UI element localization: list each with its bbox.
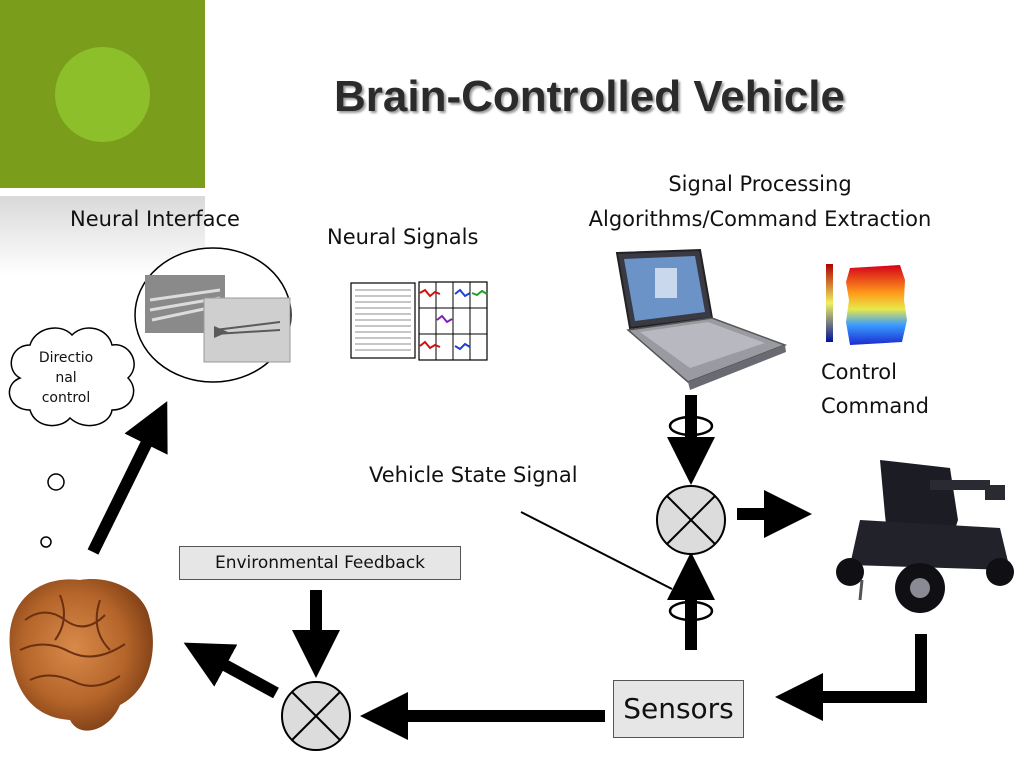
loop-lower — [668, 600, 714, 622]
arrow-summing-to-brain — [183, 642, 279, 699]
environmental-feedback-box: Environmental Feedback — [179, 546, 461, 580]
label-neural-signals: Neural Signals — [327, 225, 479, 249]
slide-title: Brain-Controlled Vehicle — [334, 72, 845, 121]
thought-cloud — [8, 327, 135, 427]
arrow-brain-to-interface — [87, 401, 168, 555]
label-vehicle-state-signal: Vehicle State Signal — [369, 463, 578, 487]
label-signal-processing-1: Signal Processing — [668, 172, 852, 196]
summing-node-lower — [281, 681, 351, 751]
laptop-image — [615, 248, 788, 390]
cloud-line-3: control — [41, 390, 91, 406]
corner-circle — [55, 47, 150, 142]
cloud-line-1: Directio — [38, 350, 94, 366]
arrow-wheelchair-to-sensors — [775, 634, 927, 721]
vehicle-state-pointer — [520, 511, 673, 590]
wheelchair-image — [836, 460, 1014, 613]
thought-bubble-small — [40, 536, 52, 548]
corner-decoration — [0, 0, 205, 188]
electrode-image — [145, 275, 291, 363]
thought-bubble-large — [47, 473, 65, 491]
label-signal-processing-2: Algorithms/Command Extraction — [588, 207, 932, 231]
comparator-node-upper — [656, 485, 726, 555]
diagram-arrows — [87, 395, 927, 740]
cloud-line-2: nal — [55, 370, 77, 386]
brain-image — [9, 579, 153, 731]
loop-upper — [668, 415, 714, 437]
label-control-1: Control — [821, 360, 897, 384]
thought-cloud-text: Directio nal control — [22, 348, 110, 408]
heatmap-image — [826, 264, 907, 345]
label-control-2: Command — [821, 394, 929, 418]
sensors-box: Sensors — [613, 680, 744, 738]
label-neural-interface: Neural Interface — [70, 207, 240, 231]
neural-signals-image — [350, 281, 488, 361]
